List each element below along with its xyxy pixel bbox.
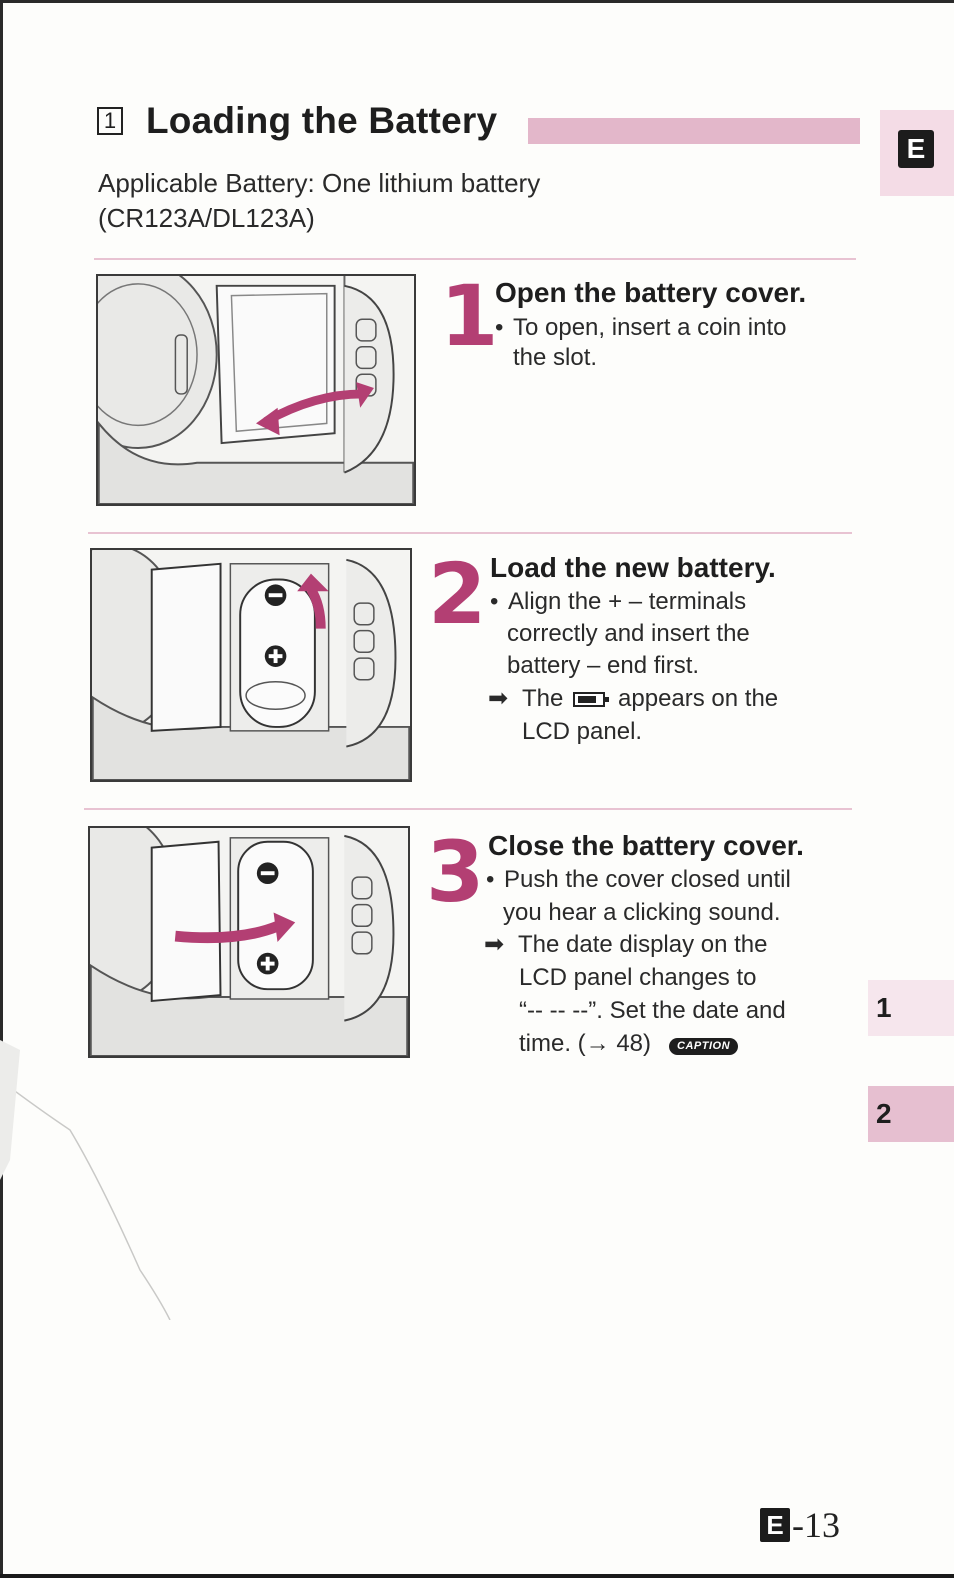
step-3-line-2: you hear a clicking sound. [503, 899, 781, 926]
close-cover-drawing [90, 828, 408, 1056]
result-arrow-icon: ➡ [484, 931, 505, 958]
step-2-line-3: battery – end first. [507, 652, 700, 679]
step-3-title: Close the battery cover. [488, 830, 804, 861]
step-2-line-2: correctly and insert the [507, 620, 750, 647]
step-2-number: 2 [428, 545, 487, 643]
open-cover-drawing [98, 276, 414, 504]
step-1-line-2: the slot. [513, 344, 598, 371]
step-3-line-1: •Push the cover closed until [486, 864, 791, 896]
divider [94, 258, 856, 260]
step-1-illustration [96, 274, 416, 506]
battery-icon [573, 692, 610, 707]
step-3-result-line-3: “-- -- --”. Set the date and [519, 997, 786, 1024]
page-edge-top [0, 0, 954, 3]
paper-crease [0, 1040, 171, 1320]
battery-info: Applicable Battery: One lithium battery … [98, 166, 698, 236]
step-2-line-1: •Align the + – terminals [490, 586, 746, 618]
step-3-illustration [88, 826, 410, 1058]
step-3-result-line-4: time. (→ 48)CAPTION [519, 1028, 739, 1060]
step-3-result-line-2: LCD panel changes to [519, 964, 757, 991]
step-2-result-line-2: LCD panel. [522, 718, 643, 745]
step-3-result-line-1: ➡The date display on the [484, 929, 768, 961]
load-battery-drawing [92, 550, 410, 780]
section-number-box: 1 [97, 107, 123, 135]
bullet-icon: • [495, 314, 504, 341]
step-1-line-1: •To open, insert a coin into [495, 312, 787, 344]
divider [84, 808, 852, 810]
title-accent-bar [528, 118, 860, 144]
step-3-number: 3 [426, 823, 485, 921]
step-1-title: Open the battery cover. [495, 277, 807, 308]
page-edge-bottom [0, 1574, 954, 1578]
step-2-title: Load the new battery. [490, 552, 776, 583]
bullet-icon: • [486, 866, 495, 893]
bullet-icon: • [490, 588, 499, 615]
caption-badge: CAPTION [669, 1038, 739, 1055]
battery-info-line-2: (CR123A/DL123A) [98, 203, 315, 233]
page-number-badge: E [760, 1508, 790, 1542]
step-2-result-line-1: ➡The appears on the [488, 683, 778, 715]
page-edge-left [0, 0, 3, 1578]
step-2-illustration [90, 548, 412, 782]
chapter-tab-2: 2 [868, 1086, 954, 1142]
result-arrow-icon: ➡ [488, 685, 509, 712]
language-badge: E [898, 130, 934, 168]
page-number: -13 [792, 1505, 840, 1545]
page-title: Loading the Battery [146, 100, 498, 141]
chapter-tab-2-label: 2 [876, 1098, 892, 1129]
battery-info-line-1: Applicable Battery: One lithium battery [98, 168, 541, 198]
chapter-tab-1: 1 [868, 980, 954, 1036]
divider [88, 532, 852, 534]
step-1-number: 1 [440, 267, 499, 365]
chapter-tab-1-label: 1 [876, 992, 892, 1023]
